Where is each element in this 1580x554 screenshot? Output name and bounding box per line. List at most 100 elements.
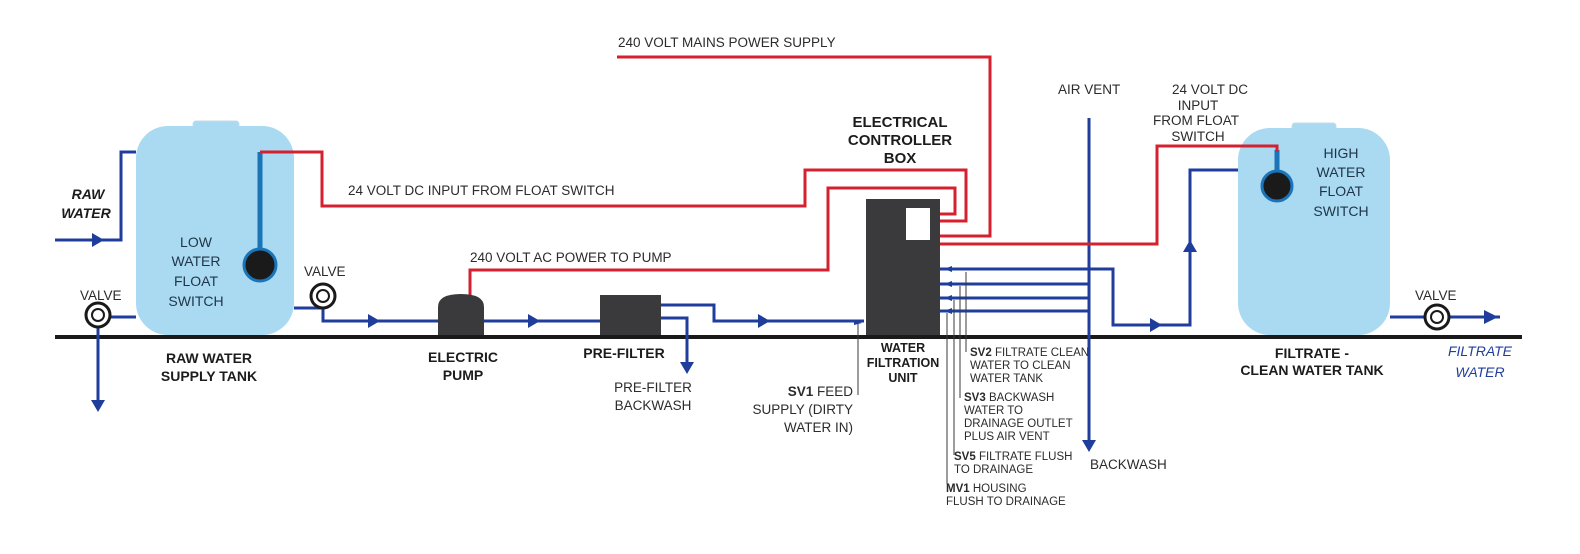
electric-pump[interactable]: [438, 294, 484, 335]
svg-text:WATER: WATER: [881, 341, 925, 355]
svg-text:TO DRAINAGE: TO DRAINAGE: [954, 464, 1033, 476]
water-filtration-unit[interactable]: [866, 199, 940, 335]
svg-text:CLEAN WATER TANK: CLEAN WATER TANK: [1240, 362, 1383, 378]
raw-water-label: RAW WATER: [61, 186, 111, 221]
mains-power-label: 240 VOLT MAINS POWER SUPPLY: [618, 35, 836, 50]
svg-text:FILTRATION: FILTRATION: [867, 356, 939, 370]
low-float-label: LOW WATER FLOAT SWITCH: [168, 234, 223, 309]
prefilter-backwash-pipe: [661, 316, 689, 362]
sv2-label: SV2 FILTRATE CLEAN WATER TO CLEAN WATER …: [970, 347, 1089, 385]
dc-input-left-label: 24 VOLT DC INPUT FROM FLOAT SWITCH: [348, 183, 615, 198]
svg-text:SWITCH: SWITCH: [1313, 203, 1368, 219]
filtration-unit-label: WATER FILTRATION UNIT: [867, 341, 939, 385]
svg-text:FLOAT: FLOAT: [1319, 183, 1364, 199]
svg-text:RAW WATER: RAW WATER: [166, 350, 252, 366]
svg-text:BACKWASH: BACKWASH: [615, 398, 692, 413]
controller-box-label: ELECTRICAL CONTROLLER BOX: [848, 114, 952, 167]
svg-text:LOW: LOW: [180, 234, 213, 250]
svg-text:INPUT: INPUT: [1178, 98, 1219, 113]
svg-text:SUPPLY (DIRTY: SUPPLY (DIRTY: [752, 402, 853, 417]
svg-text:WATER IN): WATER IN): [784, 420, 853, 435]
sv3-label: SV3 BACKWASH WATER TO DRAINAGE OUTLET PL…: [964, 392, 1073, 443]
water-lines: [55, 118, 1500, 452]
sv1-label: SV1 FEED SUPPLY (DIRTY WATER IN): [752, 384, 853, 435]
raw-water-inlet-pipe: [55, 150, 136, 242]
svg-text:FLOAT: FLOAT: [174, 273, 219, 289]
svg-text:WATER: WATER: [1317, 164, 1366, 180]
svg-text:WATER TO CLEAN: WATER TO CLEAN: [970, 360, 1071, 372]
mv1-label: MV1 HOUSING FLUSH TO DRAINAGE: [946, 483, 1066, 508]
clean-tank-body: [1238, 128, 1390, 335]
low-float-ball: [242, 247, 278, 283]
svg-text:WATER TANK: WATER TANK: [970, 373, 1043, 385]
svg-text:WATER: WATER: [172, 253, 221, 269]
svg-text:PLUS AIR VENT: PLUS AIR VENT: [964, 431, 1050, 443]
raw-tank-label: RAW WATER SUPPLY TANK: [161, 350, 257, 384]
filtrate-out-arrow: [1484, 310, 1498, 324]
svg-text:UNIT: UNIT: [888, 371, 918, 385]
filtrate-arrow-right: [1150, 318, 1162, 332]
high-float-ball: [1260, 169, 1294, 203]
svg-text:SV2 FILTRATE CLEAN: SV2 FILTRATE CLEAN: [970, 347, 1089, 359]
raw-drain-arrow: [91, 400, 105, 412]
tank-to-pump-pipe: [294, 306, 438, 323]
svg-text:PUMP: PUMP: [443, 367, 483, 383]
mains-power-line: [617, 55, 992, 238]
high-float-label: HIGH WATER FLOAT SWITCH: [1313, 145, 1368, 219]
controller-display: [906, 208, 930, 240]
svg-text:CONTROLLER: CONTROLLER: [848, 132, 952, 149]
clean-water-tank: [1238, 122, 1390, 335]
filtrate-to-tank-pipe: [940, 250, 1192, 327]
svg-text:RAW: RAW: [72, 186, 106, 202]
filtrate-water-label: FILTRATE WATER: [1448, 343, 1513, 380]
svg-text:WATER: WATER: [61, 205, 111, 221]
sv-leader-arrows: [854, 266, 952, 325]
svg-text:PRE-FILTER: PRE-FILTER: [614, 380, 692, 395]
low-float-signal-line: [260, 150, 968, 223]
svg-text:FILTRATE: FILTRATE: [1448, 343, 1513, 359]
prefilter-backwash-label: PRE-FILTER BACKWASH: [614, 380, 692, 413]
svg-text:ELECTRIC: ELECTRIC: [428, 349, 498, 365]
ac-power-pump-label: 240 VOLT AC POWER TO PUMP: [470, 250, 672, 265]
raw-inlet-arrow: [92, 233, 104, 247]
valve-raw-drain[interactable]: [84, 301, 112, 329]
svg-text:SUPPLY TANK: SUPPLY TANK: [161, 368, 257, 384]
backwash-label: BACKWASH: [1090, 457, 1167, 472]
sv-leader-lines: [857, 272, 967, 484]
raw-water-tank: [136, 120, 294, 335]
pump-power-line: [468, 186, 957, 296]
pump-label: ELECTRIC PUMP: [428, 349, 498, 383]
svg-text:HIGH: HIGH: [1324, 145, 1359, 161]
clean-tank-label: FILTRATE - CLEAN WATER TANK: [1240, 345, 1383, 378]
power-lines: [260, 55, 1279, 296]
tank-inlet-pipe: [1188, 168, 1238, 252]
svg-text:ELECTRICAL: ELECTRICAL: [853, 114, 948, 131]
svg-text:WATER: WATER: [1455, 364, 1504, 380]
svg-text:WATER TO: WATER TO: [964, 405, 1023, 417]
prefilter-to-unit-pipe: [661, 303, 864, 323]
svg-text:SV3 BACKWASH: SV3 BACKWASH: [964, 392, 1054, 404]
svg-text:BOX: BOX: [884, 150, 917, 167]
high-float-signal-line: [940, 144, 1279, 246]
pre-filter-box[interactable]: [600, 295, 661, 335]
prefilter-backwash-arrow: [680, 362, 694, 374]
air-vent-label: AIR VENT: [1058, 82, 1120, 97]
valve-raw-outlet[interactable]: [309, 282, 337, 310]
dc-input-right-label: 24 VOLT DC INPUT FROM FLOAT SWITCH: [1153, 82, 1248, 144]
svg-text:SWITCH: SWITCH: [1171, 129, 1224, 144]
svg-text:SWITCH: SWITCH: [168, 293, 223, 309]
valve-label-1: VALVE: [80, 288, 122, 303]
valve-label-2: VALVE: [304, 264, 346, 279]
svg-text:MV1 HOUSING: MV1 HOUSING: [946, 483, 1027, 495]
valve-label-3: VALVE: [1415, 288, 1457, 303]
prefilter-label: PRE-FILTER: [583, 345, 664, 361]
svg-text:SV5 FILTRATE FLUSH: SV5 FILTRATE FLUSH: [954, 451, 1072, 463]
raw-tank-body: [136, 126, 294, 335]
sv5-label: SV5 FILTRATE FLUSH TO DRAINAGE: [954, 451, 1072, 476]
backwash-arrow: [1082, 440, 1096, 452]
svg-text:FROM FLOAT: FROM FLOAT: [1153, 113, 1239, 128]
valve-clean-outlet[interactable]: [1423, 303, 1451, 331]
svg-text:24 VOLT DC: 24 VOLT DC: [1172, 82, 1248, 97]
